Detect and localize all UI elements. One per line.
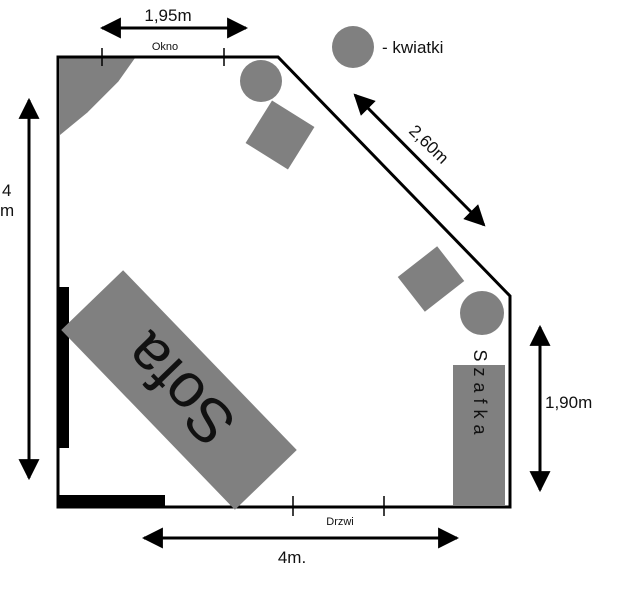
window-corner-notch	[88, 82, 125, 120]
side-table-top	[245, 100, 315, 170]
cabinet	[453, 365, 505, 505]
left-wall-radiator	[58, 287, 69, 448]
diagonal-length-label: 2,60m	[405, 121, 452, 167]
window-label: Okno	[152, 41, 178, 53]
left-height-unit: m	[0, 201, 14, 220]
diagonal-arrow	[353, 93, 486, 227]
window-corner-shade	[60, 58, 135, 135]
sofa: Sofa	[61, 270, 297, 510]
legend-text: - kwiatki	[382, 38, 443, 57]
bottom-width-label: 4m.	[278, 548, 306, 567]
bottom-wall-segment	[58, 495, 165, 508]
window-width-label: 1,95m	[144, 6, 191, 25]
legend-flower-icon	[332, 26, 374, 68]
flower-pot-right	[460, 291, 504, 335]
right-height-label: 1,90m	[545, 393, 592, 412]
left-height-number: 4	[2, 181, 11, 200]
cabinet-label: Szafka	[470, 349, 490, 440]
door-label: Drzwi	[326, 516, 354, 528]
side-table-right	[397, 246, 465, 312]
flower-pot-top	[240, 60, 282, 102]
